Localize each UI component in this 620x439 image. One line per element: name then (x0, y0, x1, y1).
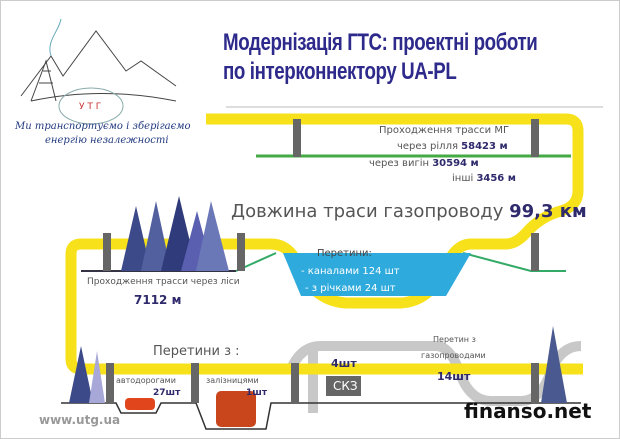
canals-count: - каналами 124 шт (301, 266, 400, 277)
car-icon (125, 398, 155, 410)
watermark: finanso.net (464, 399, 592, 423)
skz-value: 4шт (331, 357, 357, 370)
gas-value: 14шт (437, 370, 471, 383)
slogan-line-2: енергію незалежності (45, 135, 169, 146)
arable-value: 58423 м (461, 141, 508, 152)
rivers-count: - з річками 24 шт (305, 283, 396, 294)
river (283, 253, 471, 296)
train-icon (216, 391, 256, 427)
logo-drawing (20, 18, 177, 125)
water-heading: Перетини: (317, 248, 372, 259)
skz-station-icon (326, 376, 361, 396)
valve-posts (103, 119, 539, 403)
total-value: 99,3 км (509, 201, 587, 222)
other-value: 3456 м (476, 173, 516, 184)
logo-text: У Т Г (79, 102, 101, 112)
rail-label: залізницями (206, 376, 259, 385)
fields-heading: Проходження трасси МГ (379, 125, 510, 136)
pasture-value: 30594 м (432, 158, 479, 169)
gas-label-1: Перетин з (433, 335, 476, 344)
website-link[interactable]: www.utg.ua (39, 413, 121, 427)
total-label: Довжина траси газопроводу (231, 201, 504, 222)
gas-label-2: газопроводами (421, 351, 486, 360)
forest-value: 7112 м (134, 293, 182, 307)
rail-value: 1шт (246, 388, 268, 398)
title-line-1: Модернізація ГТС: проектні роботи (223, 29, 538, 56)
forest (69, 196, 567, 403)
title-line-2: по інтерконнектору UA-PL (223, 58, 457, 85)
arable-label: через рілля (397, 141, 458, 152)
roads-label: автодорогами (116, 376, 176, 385)
crossings-heading: Перетини з : (153, 344, 240, 359)
forest-label: Проходження трасси через ліси (87, 277, 240, 287)
roads-value: 27шт (153, 388, 181, 398)
other-label: інші (452, 173, 474, 184)
slogan-line-1: Ми транспортуємо і зберігаємо (15, 121, 191, 132)
pasture-label: через вигін (369, 158, 430, 169)
skz-label: СКЗ (333, 379, 358, 393)
